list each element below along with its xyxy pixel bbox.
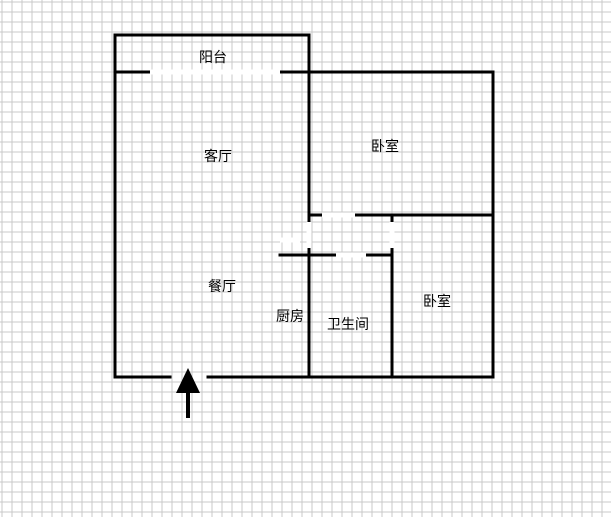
room-label-bathroom: 卫生间 bbox=[327, 317, 369, 333]
room-label-balcony: 阳台 bbox=[199, 50, 227, 66]
entrance-arrow-icon bbox=[176, 368, 200, 418]
room-label-kitchen: 厨房 bbox=[276, 309, 304, 325]
room-label-living-room: 客厅 bbox=[204, 148, 232, 165]
room-label-bedroom-bottom: 卧室 bbox=[423, 293, 451, 310]
door-openings bbox=[150, 69, 395, 258]
room-label-dining-room: 餐厅 bbox=[208, 279, 236, 295]
room-label-bedroom-top: 卧室 bbox=[371, 138, 399, 155]
